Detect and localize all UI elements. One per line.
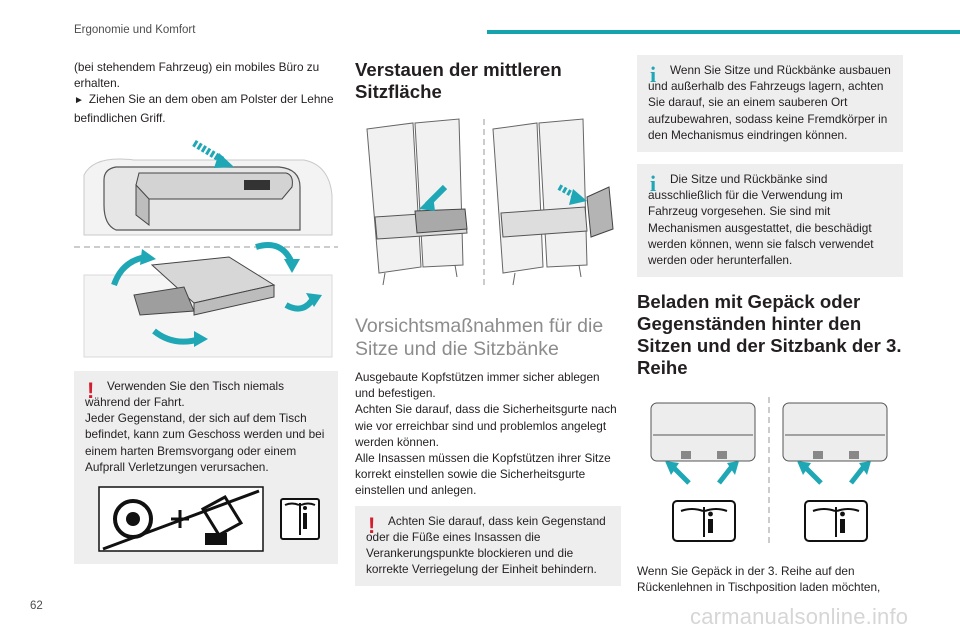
info-text-usage: Die Sitze und Rückbänke sind ausschließl… [648, 172, 874, 268]
intro-text: (bei stehendem Fahrzeug) ein mobiles Bür… [74, 60, 320, 91]
section-heading-stowing: Verstauen der mittleren Sitzfläche [355, 59, 562, 102]
column-2: Verstauen der mittleren Sitzfläche Vorsi… [355, 59, 621, 587]
warning-text: Achten Sie darauf, dass kein Gegenstand … [366, 513, 606, 577]
precaution-text-1: Ausgebaute Kopfstützen immer sicher able… [355, 370, 600, 401]
third-row-loading-illustration [650, 397, 888, 548]
info-text-storage: Wenn Sie Sitze und Rückbänke ausbauen un… [648, 63, 891, 142]
watermark: carmanualsonline.info [690, 604, 909, 629]
section-heading-loading: Beladen mit Gepäck oder Gegenständen hin… [637, 291, 902, 379]
warning-box-anchorage: ! Achten Sie darauf, dass kein Gegenstan… [355, 505, 621, 587]
warning-line-1: Verwenden Sie den Tisch niemals während … [85, 378, 285, 410]
section-heading-precautions: Vorsichtsmaßnahmen für die Sitze und die… [355, 315, 604, 360]
info-box-usage: i Die Sitze und Rückbänke sind ausschlie… [637, 164, 903, 278]
table-unfold-illustration [74, 134, 338, 363]
exclamation-icon: ! [87, 377, 95, 403]
running-header: Ergonomie und Komfort [74, 24, 196, 36]
page-number: 62 [30, 600, 43, 612]
info-icon: i [650, 62, 657, 87]
loading-text: Wenn Sie Gepäck in der 3. Reihe auf den … [637, 564, 881, 595]
header-accent-bar [487, 30, 960, 34]
info-icon: i [650, 171, 657, 197]
warning-box-table: ! Verwenden Sie den Tisch niemals währen… [74, 370, 338, 565]
column-1: (bei stehendem Fahrzeug) ein mobiles Bür… [74, 59, 338, 565]
middle-seat-stowing-illustration [366, 118, 614, 286]
precaution-text-3: Alle Insassen müssen die Kopfstützen ihr… [355, 451, 611, 498]
info-box-storage: i Wenn Sie Sitze und Rückbänke ausbauen … [637, 55, 903, 153]
exclamation-icon: ! [368, 512, 376, 538]
no-table-while-driving-pictogram [98, 486, 320, 552]
column-3: i Wenn Sie Sitze und Rückbänke ausbauen … [637, 55, 903, 596]
step-instruction: Ziehen Sie an dem oben am Polster der Le… [74, 91, 338, 125]
warning-line-2: Jeder Gegenstand, der sich auf dem Tisch… [85, 411, 325, 474]
precaution-text-2: Achten Sie darauf, dass die Sicherheitsg… [355, 402, 617, 449]
